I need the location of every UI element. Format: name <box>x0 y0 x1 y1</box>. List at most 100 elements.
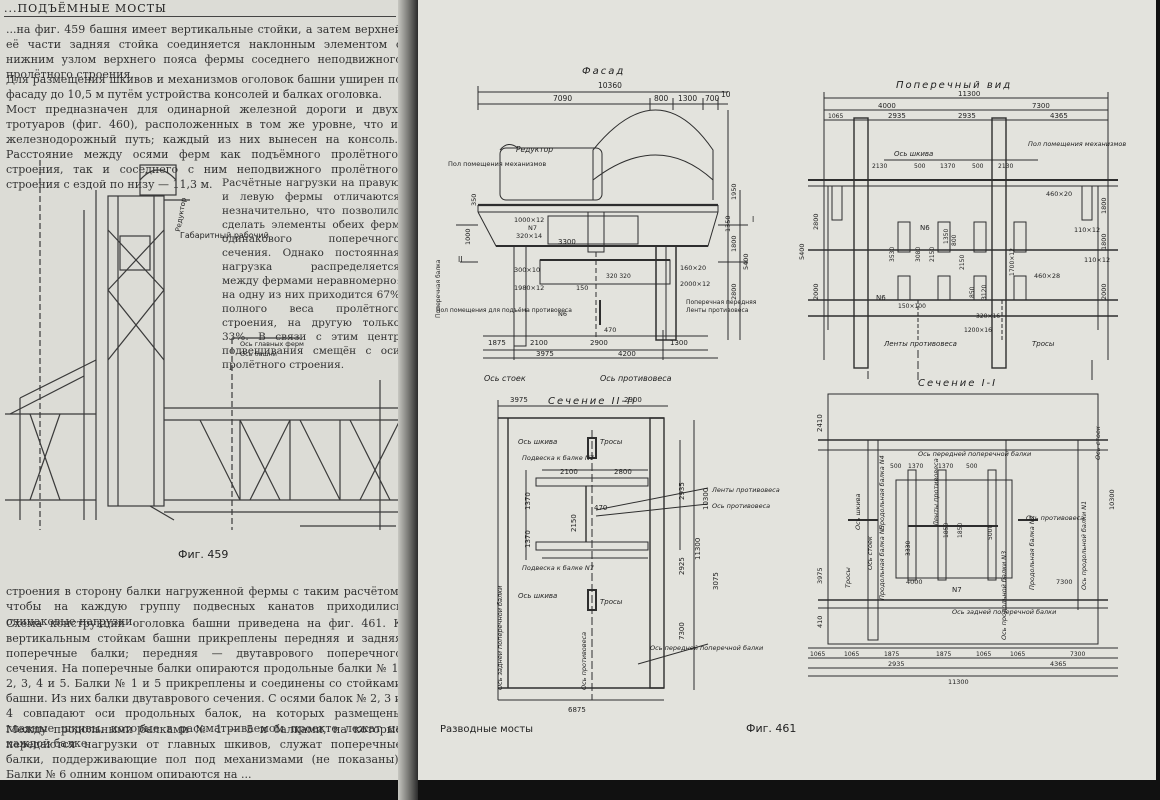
facade-dim-700: 700 <box>705 94 720 103</box>
left-page: ...ПОДЪЁМНЫЕ МОСТЫ ...на фиг. 459 башня … <box>0 0 412 780</box>
s1-label-sheave: Ось шкива <box>854 493 862 530</box>
book-gutter <box>398 0 418 800</box>
facade-size-1000x12: 1000×12 <box>514 216 544 224</box>
facade-h-5400: 5400 <box>742 253 750 270</box>
facade-axis-counterweight: Ось противовеса <box>600 374 672 383</box>
facade-size-320-320: 320 320 <box>606 273 631 280</box>
facade-size-470: 470 <box>604 326 616 334</box>
sec2-dim-2800: 2800 <box>614 468 632 476</box>
facade-label-reduktor: Редуктор <box>516 145 553 154</box>
cv-size-3080: 3080 <box>915 247 922 262</box>
sec2-dim-7300: 7300 <box>678 622 686 640</box>
s1-b-1875a: 1875 <box>884 651 899 658</box>
facade-dim-3975: 3975 <box>536 350 554 358</box>
cv-dim-7300: 7300 <box>1032 102 1050 110</box>
cv-dim-4000: 4000 <box>878 102 896 110</box>
figure-459-drawing: Редуктор Габаритный рабочий Ось главных … <box>5 160 401 530</box>
sec2-label-sheave-2: Ось шкива <box>518 592 557 600</box>
cv-size-110x12a: 110×12 <box>1074 226 1100 234</box>
cv-label-n6b: N6 <box>876 294 886 302</box>
footer-running-title: Разводные мосты <box>440 724 534 735</box>
facade-label-n6: N6 <box>558 310 567 318</box>
facade-dim-10360: 10360 <box>598 81 622 90</box>
label-redutor: Редуктор <box>174 196 188 232</box>
facade-size-150: 150 <box>576 284 588 292</box>
facade-size-320x14: 320×14 <box>516 232 542 240</box>
s1-label-stoek-axis: Ось стоек <box>866 536 874 570</box>
s1-label-beam-n5: Продольная балка N5 <box>878 525 886 600</box>
cv-h-1800a: 1800 <box>1100 197 1108 214</box>
facade-drawing: 10360 7090 800 1300 700 10 Редуктор Пол … <box>435 81 757 360</box>
s1-dim-500a: 500 <box>890 463 902 470</box>
cv-h-2800: 2800 <box>812 213 820 230</box>
facade-label-cw-floor: Пол помещения для подъёма противовеса <box>436 307 572 314</box>
facade-size-3300: 3300 <box>558 238 576 246</box>
cv-dim-11300: 11300 <box>958 90 980 98</box>
cv-dim-4365: 4365 <box>1050 112 1068 120</box>
sec2-dim-1370a: 1370 <box>524 492 532 510</box>
facade-size-300x10: 300×10 <box>514 266 540 274</box>
s1-label-rear-beam: Ось задней поперечной балки <box>952 608 1056 616</box>
facade-h-2800: 2800 <box>730 283 738 300</box>
sec2-label-front-axis: Ось передней поперечной балки <box>650 644 763 652</box>
sec2-label-rear-axis: Ось задней поперечной балки <box>496 586 504 690</box>
s1-dim-4000: 4000 <box>906 578 923 586</box>
facade-label-cw-bands: Ленты противовеса <box>686 307 749 314</box>
facade-h-350: 350 <box>470 194 478 206</box>
cv-h-1800b: 1800 <box>1100 233 1108 250</box>
facade-dim-4200: 4200 <box>618 350 636 358</box>
paragraph-narrow: Расчётные нагрузки на правую и левую фер… <box>222 177 400 371</box>
sec2-label-cw-axis: Ось противовеса <box>712 502 770 510</box>
cv-h-5400: 5400 <box>798 243 806 260</box>
paragraph-bottom-3: Между продольными балками № 1 — 5 и балк… <box>6 723 402 778</box>
facade-dim-2900: 2900 <box>590 339 608 347</box>
facade-h-1950: 1950 <box>730 183 738 200</box>
facade-label-i: I <box>752 215 754 224</box>
cv-size-2130a: 2130 <box>872 163 887 170</box>
section-2-drawing: 3975 2900 Ось шкива Тросы Подвеска к бал… <box>496 396 780 714</box>
sec2-label-sheave: Ось шкива <box>518 438 557 446</box>
facade-dim-10: 10 <box>721 90 731 99</box>
cv-size-1200x16: 1200×16 <box>964 327 992 334</box>
s1-label-cw-axis: Ось противовеса <box>1026 514 1084 522</box>
s1-label-stoek-axis-2: Ось стоек <box>1094 426 1102 460</box>
facade-label-floor: Пол помещения механизмов <box>448 160 546 168</box>
s1-label-beam-n4: Продольная балка N4 <box>878 455 886 530</box>
facade-size-1980x12: 1980×12 <box>514 284 544 292</box>
s1-label-n7: N7 <box>952 586 962 594</box>
sec2-label-cw-axis-2: Ось противовеса <box>580 632 588 690</box>
facade-dim-1300b: 1300 <box>670 339 688 347</box>
figure-459-caption: Фиг. 459 <box>178 548 229 561</box>
s1-dim-7300: 7300 <box>1056 578 1073 586</box>
facade-h-1000: 1000 <box>464 228 472 245</box>
cv-h-2000a: 2000 <box>812 283 820 300</box>
s1-dim-10300: 10300 <box>1108 489 1116 510</box>
s1-label-axis-n3: Ось продольной балки N3 <box>1000 551 1008 640</box>
s1-label-cw-bands: Ленты противовеса <box>932 458 940 527</box>
section-2-title: Сечение II-II <box>548 396 637 407</box>
facade-h-1350: 1350 <box>724 215 732 232</box>
cv-h-2000b: 2000 <box>1100 283 1108 300</box>
cv-size-500b: 500 <box>972 163 984 170</box>
cv-size-850: 850 <box>969 286 976 298</box>
s1-label-axis-n1: Ось продольной балки N1 <box>1080 501 1088 590</box>
label-tower-axis: Ось башни <box>240 350 277 358</box>
cv-size-3530: 3530 <box>889 247 896 262</box>
s1-dim-1370a: 1370 <box>908 463 923 470</box>
cv-size-2150b: 2150 <box>959 255 966 270</box>
cv-dim-2935b: 2935 <box>958 112 976 120</box>
cv-size-150x100: 150×100 <box>898 303 926 310</box>
cv-label-floor: Пол помещения механизмов <box>1028 140 1126 148</box>
s1-b-1065c: 1065 <box>976 651 991 658</box>
s1-dim-3330: 3330 <box>905 541 912 556</box>
cv-size-320x16: 320×16 <box>976 313 1000 320</box>
cv-label-sheave: Ось шкива <box>894 150 933 158</box>
s1-dim-2410: 2410 <box>816 414 824 432</box>
cv-size-1700x12: 1700×12 <box>1009 248 1016 276</box>
s1-dim-1370b: 1370 <box>938 463 953 470</box>
sec2-dim-3075: 3075 <box>712 572 720 590</box>
s1-dim-410: 410 <box>816 616 824 628</box>
sec2-dim-1370b: 1370 <box>524 530 532 548</box>
s1-label-beam-n2: Продольная балка N2 <box>1028 515 1036 590</box>
right-page: Фасад <box>418 0 1156 780</box>
